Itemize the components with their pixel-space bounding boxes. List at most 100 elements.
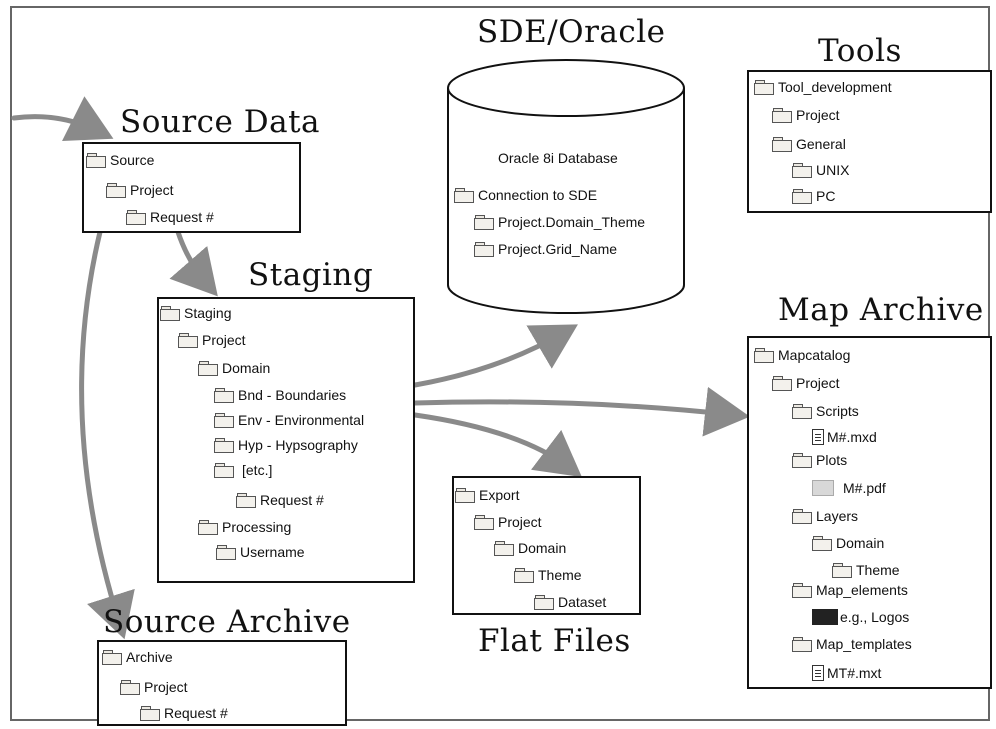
tree-item-request: Request # — [236, 489, 324, 511]
folder-icon — [236, 493, 256, 508]
folder-icon — [754, 348, 774, 363]
tree-item-label: Dataset — [558, 594, 607, 610]
tree-item-label: Project — [796, 375, 840, 391]
tree-item-label: PC — [816, 188, 836, 204]
tree-item-label: Source — [110, 152, 155, 168]
tree-item-map-templates: Map_templates — [792, 633, 912, 655]
tree-item-label: Domain — [518, 540, 567, 556]
map-archive-box — [747, 336, 992, 689]
tree-item-mxt-file: MT#.mxt — [812, 662, 881, 684]
tree-item-label: Domain — [222, 360, 271, 376]
tree-item-label: General — [796, 136, 846, 152]
tree-item-hyp: Hyp - Hypsography — [214, 434, 358, 456]
tree-item-label: M#.mxd — [827, 429, 877, 445]
tree-item-label: Env - Environmental — [238, 412, 365, 428]
folder-icon — [86, 153, 106, 168]
tree-item-mxd-file: M#.mxd — [812, 426, 877, 448]
tree-item-label: e.g., Logos — [840, 609, 910, 625]
folder-icon — [514, 568, 534, 583]
folder-icon — [214, 388, 234, 403]
tree-item-etc: [etc.] — [214, 459, 272, 481]
tree-item-label: [etc.] — [242, 462, 273, 478]
folder-icon — [214, 413, 234, 428]
folder-icon — [792, 404, 812, 419]
tree-item-connection: Connection to SDE — [454, 184, 597, 206]
folder-icon — [198, 361, 218, 376]
database-label: Oracle 8i Database — [498, 150, 618, 166]
flat-files-box — [452, 476, 641, 615]
tree-item-domain: Domain — [812, 532, 884, 554]
tree-item-domain: Domain — [494, 537, 566, 559]
staging-box — [157, 297, 415, 583]
folder-icon — [772, 137, 792, 152]
tree-item-theme: Theme — [832, 559, 900, 581]
folder-icon — [772, 108, 792, 123]
tree-item-unix: UNIX — [792, 159, 849, 181]
flat-files-title: Flat Files — [478, 623, 631, 659]
arrow-source-to-staging — [169, 229, 218, 297]
tree-item-label: Project — [498, 514, 542, 530]
folder-icon — [792, 637, 812, 652]
folder-icon — [754, 80, 774, 95]
folder-icon — [812, 536, 832, 551]
folder-icon — [102, 650, 122, 665]
source-data-title: Source Data — [120, 104, 321, 140]
tree-item-map-elements: Map_elements — [792, 579, 908, 601]
tree-item-label: Archive — [126, 649, 173, 665]
tree-item-label: Project.Domain_Theme — [498, 214, 646, 230]
tree-item-label: Map_elements — [816, 582, 908, 598]
folder-icon — [126, 210, 146, 225]
staging-title: Staging — [248, 257, 374, 293]
tree-item-label: Processing — [222, 519, 292, 535]
tree-item-label: MT#.mxt — [827, 665, 882, 681]
arrow-into-source — [11, 96, 114, 141]
tree-item-mapcatalog: Mapcatalog — [754, 344, 850, 366]
tree-item-label: Project — [796, 107, 840, 123]
folder-icon — [214, 438, 234, 453]
folder-icon — [106, 183, 126, 198]
tree-item-general: General — [772, 133, 846, 155]
folder-icon — [792, 583, 812, 598]
folder-icon — [178, 333, 198, 348]
folder-icon — [198, 520, 218, 535]
tree-item-label: Mapcatalog — [778, 347, 851, 363]
folder-icon — [474, 515, 494, 530]
tree-item-plots: Plots — [792, 449, 847, 471]
folder-icon — [792, 163, 812, 178]
tree-item-label: Theme — [538, 567, 582, 583]
tree-item-label: Project — [202, 332, 246, 348]
tree-item-layers: Layers — [792, 505, 858, 527]
tree-item-label: Hyp - Hypsography — [238, 437, 358, 453]
folder-icon — [140, 706, 160, 721]
tree-item-logos: e.g., Logos — [812, 606, 909, 628]
tree-item-dataset: Dataset — [534, 591, 606, 613]
tree-item-label: Plots — [816, 452, 848, 468]
tree-item-project: Project — [772, 372, 840, 394]
sde-oracle-title: SDE/Oracle — [477, 14, 666, 50]
tree-item-label: Scripts — [816, 403, 859, 419]
folder-icon — [474, 242, 494, 257]
template-file-icon — [812, 665, 824, 681]
tree-item-pc: PC — [792, 185, 835, 207]
folder-icon — [120, 680, 140, 695]
arrow-staging-to-sde — [412, 324, 578, 388]
tree-item-staging: Staging — [160, 302, 231, 324]
tree-item-label: Request # — [150, 209, 214, 225]
map-thumbnail-icon — [812, 480, 834, 496]
tree-item-theme: Theme — [514, 564, 582, 586]
arrow-staging-to-flat-files — [412, 412, 582, 478]
folder-icon — [455, 488, 475, 503]
map-archive-title: Map Archive — [778, 292, 984, 328]
tree-item-project: Project — [120, 676, 188, 698]
tree-item-domain-theme: Project.Domain_Theme — [474, 211, 645, 233]
folder-icon — [474, 215, 494, 230]
tree-item-request: Request # — [126, 206, 214, 228]
folder-icon — [494, 541, 514, 556]
tree-item-domain: Domain — [198, 357, 270, 379]
folder-icon — [792, 453, 812, 468]
arrow-source-to-archive — [79, 229, 135, 640]
tree-item-label: Username — [240, 544, 305, 560]
tree-item-label: Export — [479, 487, 520, 503]
